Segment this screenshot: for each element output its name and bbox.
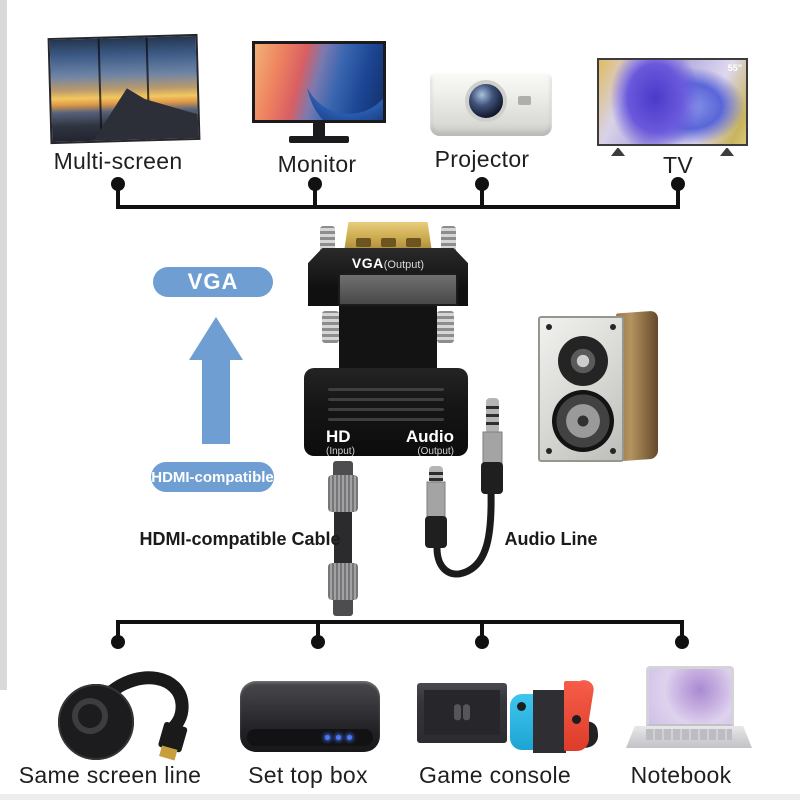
- status-led: [336, 735, 341, 740]
- photo-edge-bottom: [0, 794, 800, 800]
- speaker-bolt: [610, 324, 616, 330]
- screw-post: [441, 226, 456, 252]
- speaker-bolt: [610, 448, 616, 454]
- hdmi-housing: [328, 563, 358, 600]
- audio-output-label: Audio (Output): [398, 428, 454, 457]
- adapter-neck: [339, 300, 437, 376]
- projector-ir-window: [518, 96, 531, 105]
- audio-text: Audio: [405, 427, 454, 446]
- ridge-line: [328, 408, 444, 411]
- tv-foot: [611, 148, 625, 156]
- projector-label: Projector: [434, 146, 530, 172]
- speaker-front-baffle: [538, 316, 624, 462]
- tv-label: TV: [663, 152, 693, 178]
- switch-logo: [454, 704, 470, 721]
- hdmi-cable-middle: [334, 512, 352, 563]
- joycon-red: [564, 681, 589, 751]
- adapter-vga-text: VGA: [351, 255, 384, 271]
- joycon-blue: [510, 694, 535, 750]
- hd-input-text: (Input): [326, 446, 355, 457]
- status-led: [325, 735, 330, 740]
- set-top-box-illustration: [240, 681, 380, 752]
- monitor-screen: [252, 41, 386, 123]
- hdmi-callout-pill: HDMI-compatible: [151, 462, 274, 492]
- set-top-box-front: [247, 729, 373, 746]
- screw-post: [320, 226, 335, 252]
- same-screen-dongle-illustration: [56, 662, 196, 762]
- vga-pin-slot: [356, 238, 371, 247]
- speaker-tweeter: [558, 336, 608, 386]
- speaker-woofer: [552, 390, 614, 452]
- photo-edge-left: [0, 0, 7, 690]
- vga-pin-slot: [381, 238, 396, 247]
- projector-illustration: [430, 70, 552, 136]
- mountain-graphic: [51, 82, 199, 142]
- ridge-line: [328, 418, 444, 421]
- speaker-bolt: [546, 324, 552, 330]
- dongle-graphic: [58, 671, 189, 761]
- screw-post: [322, 311, 339, 343]
- notebook-label: Notebook: [630, 762, 732, 788]
- switch-dock: [417, 683, 507, 743]
- panel-seam: [97, 38, 103, 141]
- game-console-label: Game console: [419, 762, 571, 788]
- speaker-illustration: [538, 310, 660, 464]
- audio-line-illustration: [425, 398, 503, 578]
- hdmi-cable-label: HDMI-compatible Cable: [139, 529, 341, 549]
- notebook-screen: [646, 666, 734, 726]
- multi-screen-label: Multi-screen: [53, 148, 183, 174]
- audio-line-label: Audio Line: [504, 529, 598, 549]
- hd-input-label: HD (Input): [326, 428, 355, 457]
- adapter-vga-output-text: (Output): [383, 259, 425, 271]
- joystick: [572, 715, 581, 724]
- same-screen-line-label: Same screen line: [18, 762, 202, 788]
- vga-connector: [344, 222, 432, 252]
- game-console-illustration: [415, 668, 600, 760]
- hdmi-housing: [328, 475, 358, 512]
- ridge-line: [328, 398, 444, 401]
- hdmi-plug-top: [333, 461, 353, 475]
- wave-graphic: [306, 44, 383, 120]
- vga-callout-pill: VGA: [153, 267, 273, 297]
- notebook-keyboard: [646, 729, 732, 740]
- adapter-body: [304, 368, 468, 456]
- hdmi-cable-illustration: [325, 461, 361, 616]
- monitor-stand-neck: [313, 123, 325, 136]
- monitor-illustration: [252, 41, 386, 143]
- hdmi-plug-bottom: [333, 600, 353, 616]
- vga-pin-slot: [406, 238, 421, 247]
- up-arrow-icon: [189, 317, 243, 444]
- ridge-line: [328, 388, 444, 391]
- hd-text: HD: [326, 427, 351, 446]
- screw-post: [437, 311, 454, 343]
- projector-lens: [465, 80, 507, 122]
- speaker-bolt: [546, 448, 552, 454]
- switch-dock-face: [424, 690, 500, 735]
- monitor-stand-base: [289, 136, 349, 143]
- monitor-label: Monitor: [277, 151, 357, 177]
- audio-output-text: (Output): [417, 446, 454, 457]
- tv-screen: 55": [597, 58, 748, 146]
- switch-tablet: [533, 690, 566, 753]
- multi-screen-illustration: [47, 33, 201, 145]
- tv-illustration: 55": [597, 58, 748, 156]
- notebook-illustration: [624, 664, 754, 756]
- tv-foot: [720, 148, 734, 156]
- set-top-box-label: Set top box: [248, 762, 368, 788]
- status-led: [347, 735, 352, 740]
- adapter-recess-panel: [338, 273, 458, 306]
- tv-size-badge: 55": [727, 63, 742, 73]
- joystick: [517, 702, 526, 711]
